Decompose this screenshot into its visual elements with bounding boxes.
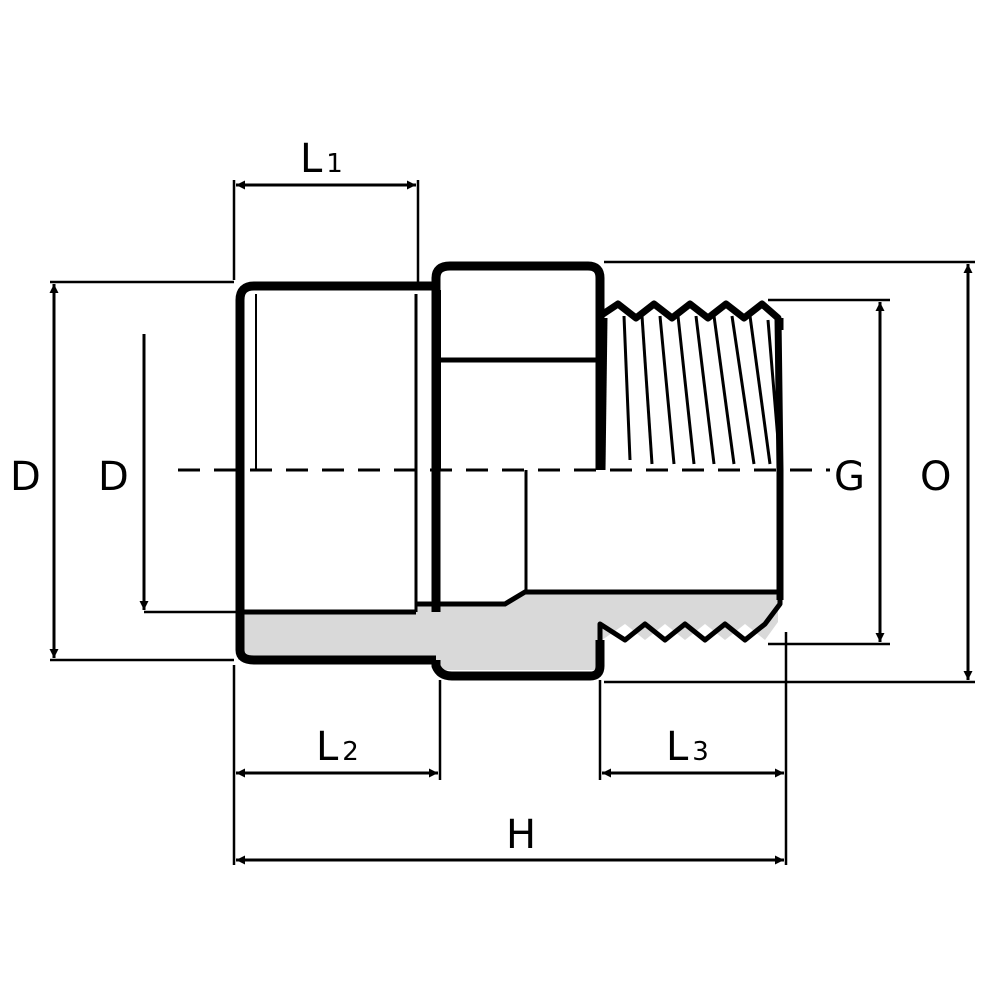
label-l1-main: L	[300, 136, 323, 182]
label-d-outer: D	[10, 454, 41, 500]
label-l2-main: L	[316, 724, 339, 770]
section-hatch	[238, 592, 778, 670]
thread-lines	[602, 315, 780, 471]
socket-outline	[235, 281, 441, 665]
label-h: H	[506, 812, 536, 858]
hex-collar-outline	[431, 261, 605, 470]
bore-contour	[416, 589, 778, 607]
label-l1-sub: 1	[326, 149, 343, 179]
thread-top-profile	[598, 300, 784, 471]
label-l3-sub: 3	[692, 737, 709, 767]
label-l3-main: L	[666, 724, 689, 770]
label-l2-sub: 2	[342, 737, 359, 767]
hex-collar-bottom	[431, 640, 605, 681]
extension-lines	[50, 180, 975, 865]
label-d-inner: D	[98, 454, 129, 500]
label-o: O	[920, 454, 951, 500]
fitting-body	[235, 261, 784, 681]
label-g: G	[834, 454, 865, 500]
thread-bottom-profile	[597, 592, 783, 643]
